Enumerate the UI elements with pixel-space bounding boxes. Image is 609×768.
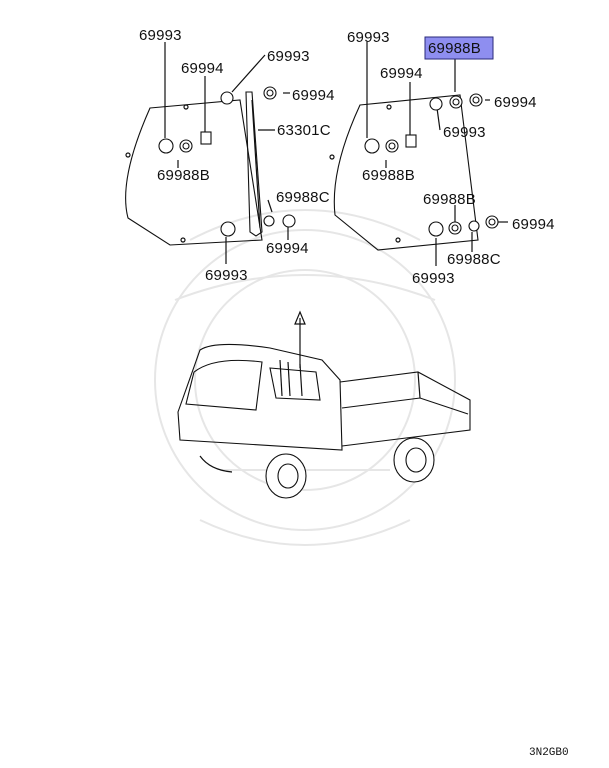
label-69994: 69994 bbox=[494, 94, 537, 111]
clip-69994 bbox=[200, 131, 212, 145]
label-69993: 69993 bbox=[347, 29, 390, 46]
left-window-assembly bbox=[125, 42, 296, 264]
label-69994: 69994 bbox=[380, 65, 423, 82]
grommet-69993 bbox=[158, 138, 174, 154]
hole-mark bbox=[183, 104, 189, 110]
weatherstrip-bar bbox=[245, 91, 263, 237]
label-69993: 69993 bbox=[443, 124, 486, 141]
washer-69988C bbox=[263, 215, 275, 227]
nut-69994 bbox=[282, 214, 296, 228]
left-glass-panel bbox=[125, 99, 263, 246]
highlight-69988B bbox=[424, 36, 494, 60]
label-69993: 69993 bbox=[267, 48, 310, 65]
label-69988B-highlighted: 69988B bbox=[428, 40, 481, 57]
label-63301C: 63301C bbox=[277, 122, 331, 139]
watermark-emblem bbox=[154, 209, 456, 546]
label-69994: 69994 bbox=[181, 60, 224, 77]
diagram-code: 3N2GB0 bbox=[529, 747, 569, 759]
label-69993: 69993 bbox=[412, 270, 455, 287]
label-69988C: 69988C bbox=[276, 189, 330, 206]
label-69988B: 69988B bbox=[423, 191, 476, 208]
truck-illustration bbox=[177, 310, 471, 499]
hole-mark bbox=[180, 237, 186, 243]
label-69994: 69994 bbox=[292, 87, 335, 104]
label-69994: 69994 bbox=[266, 240, 309, 257]
grommet-69993 bbox=[220, 221, 236, 237]
right-glass-panel bbox=[333, 94, 479, 251]
label-69994: 69994 bbox=[512, 216, 555, 233]
label-69988B: 69988B bbox=[157, 167, 210, 184]
right-window-assembly bbox=[329, 42, 508, 266]
label-69988C: 69988C bbox=[447, 251, 501, 268]
label-69988B: 69988B bbox=[362, 167, 415, 184]
grommet-69993 bbox=[220, 91, 234, 105]
label-69993: 69993 bbox=[139, 27, 182, 44]
part-labels: 69993 69994 69993 69994 63301C 69988B 69… bbox=[139, 27, 555, 287]
label-69993: 69993 bbox=[205, 267, 248, 284]
hole-mark bbox=[125, 152, 131, 158]
